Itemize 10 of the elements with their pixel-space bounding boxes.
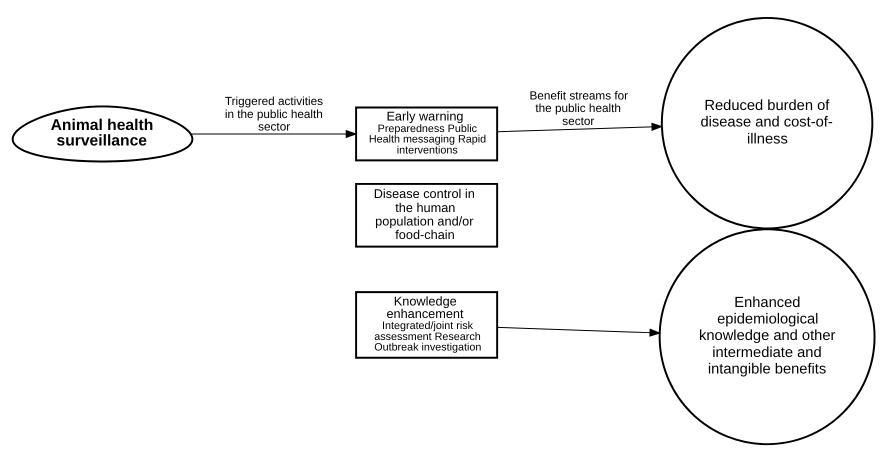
arrow [496,122,664,132]
edge-label: Benefit streams for the public health sector [529,89,628,128]
node-circle: Enhanced epidemiological knowledge and other intermediate and intangible benefits [658,228,876,446]
arrow [190,130,358,138]
node-box: Early warning Preparedness Public Health messaging Rapid interventions [355,106,498,162]
edge-label: Triggered activities in the public health sector [224,95,324,134]
node-box: Knowledge enhancement Integrated/joint risk assessment Research Outbreak investigation [355,291,498,359]
arrow [496,326,662,337]
node-circle: Reduced burden of disease and cost-of-illness [660,16,874,230]
node-box: Disease control in the human population and/or food-chain [355,182,498,248]
